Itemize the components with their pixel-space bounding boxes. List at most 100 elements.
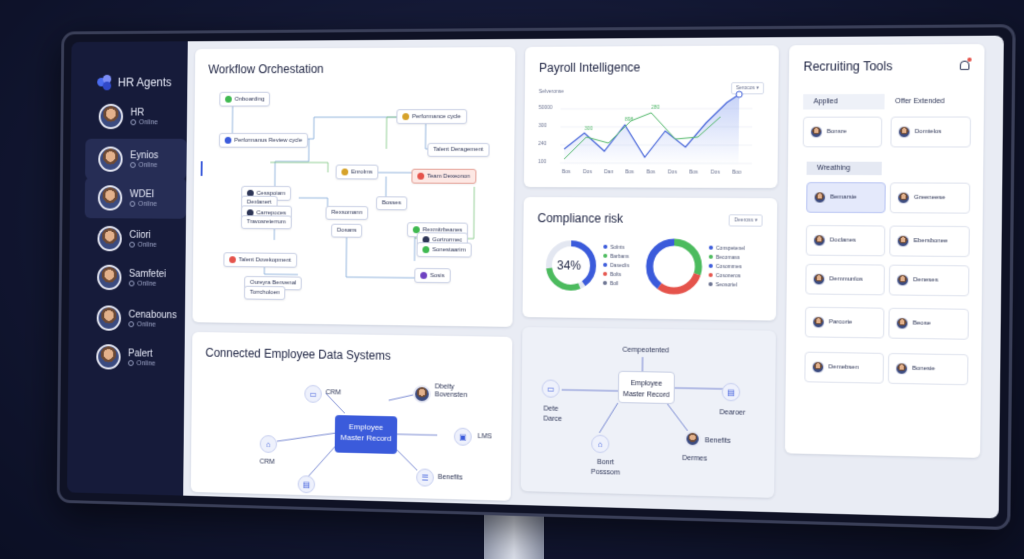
candidate-card[interactable]: Demebsen — [804, 351, 884, 384]
workflow-node[interactable]: Onboarding — [219, 91, 271, 107]
master-label-darce: Darce — [543, 415, 563, 423]
crm-top-icon[interactable]: ▭ — [304, 384, 322, 403]
brand-name: HR Agents — [117, 75, 172, 90]
candidate-name: Demebsen — [828, 364, 859, 371]
workflow-node[interactable]: Talent Dovekopment — [223, 252, 297, 268]
agent-avatar — [96, 264, 122, 291]
workflow-node[interactable]: Team Dexeonon — [411, 168, 477, 184]
candidate-name: Domtelos — [914, 128, 942, 136]
legend-swatch — [602, 280, 608, 286]
candidate-card[interactable]: Parcorie — [804, 306, 885, 339]
column-wreathing[interactable]: Wreathing — [806, 161, 882, 176]
document-icon[interactable]: ▤ — [297, 475, 316, 494]
workflow-node[interactable]: Performanus Review cycle — [218, 132, 309, 148]
status-icon — [130, 119, 137, 126]
master-benefits-avatar — [684, 430, 701, 448]
benefits-icon[interactable]: ☰ — [416, 468, 434, 487]
node-status-icon — [224, 136, 232, 144]
workflow-node[interactable]: Sonestaarirn — [416, 242, 472, 258]
crm-bottom-icon[interactable]: ⌂ — [259, 434, 278, 454]
agent-avatar — [98, 103, 124, 130]
master-left-icon[interactable]: ▭ — [541, 379, 560, 398]
candidate-name: Bonesie — [912, 365, 936, 373]
notification-icon[interactable] — [959, 60, 970, 71]
legend-item: Cosommes — [708, 263, 745, 273]
x-tick-label: Dos — [710, 169, 720, 176]
legend-item: Daseclis — [603, 262, 629, 271]
status-icon — [128, 321, 135, 328]
dbeity-avatar — [413, 384, 431, 404]
candidate-card[interactable]: Bonesie — [887, 352, 969, 386]
lms-icon[interactable]: ▣ — [453, 427, 472, 446]
column-applied[interactable]: Applied — [803, 93, 885, 110]
candidate-avatar — [896, 273, 910, 287]
legend-swatch — [708, 272, 713, 278]
agent-status: Online — [128, 360, 156, 367]
candidate-card[interactable]: Greeneese — [889, 182, 971, 214]
brand-logo-icon — [97, 74, 112, 91]
agent-status: Online — [129, 241, 157, 248]
node-status-icon — [417, 172, 425, 180]
master-bottom-icon[interactable]: ⌂ — [591, 434, 610, 454]
node-status-icon — [225, 95, 232, 103]
candidate-card[interactable]: Beose — [888, 307, 969, 340]
recruiting-card: Recruiting Tools Applied Offer Extended … — [784, 44, 985, 458]
legend-swatch — [603, 271, 608, 276]
legend-item: Barbans — [603, 253, 629, 262]
candidate-card[interactable]: Ebersbonee — [889, 225, 970, 258]
workflow-node[interactable]: Travosreterrum — [240, 215, 292, 230]
workflow-node[interactable]: Performance cycle — [396, 109, 467, 125]
candidate-card[interactable]: Bemarsie — [806, 182, 886, 214]
agent-name: Eynios — [130, 149, 159, 161]
workflow-node[interactable]: Torrcholoen — [244, 285, 286, 300]
x-tick-label: Dos — [667, 169, 677, 176]
candidate-avatar — [811, 360, 825, 374]
y-tick-label: 300 — [538, 122, 547, 129]
workflow-node[interactable]: Rexsomann — [325, 205, 369, 220]
compliance-gauge-value: 34% — [556, 258, 582, 273]
y-tick-label: 100 — [538, 159, 547, 166]
master-right-icon[interactable]: ▤ — [721, 382, 741, 402]
y-tick-label: 50000 — [538, 104, 553, 111]
candidate-name: Beose — [912, 320, 931, 327]
workflow-node[interactable]: Talent Deragement — [427, 142, 490, 157]
candidate-card[interactable]: Doclanes — [805, 224, 886, 257]
legend-swatch — [603, 262, 608, 267]
y-tick-label: 240 — [538, 141, 547, 148]
agent-avatar — [96, 305, 122, 331]
master-label-dermes: Dermes — [682, 454, 708, 463]
candidate-name: Doclanes — [829, 237, 856, 244]
candidate-card[interactable]: Deneses — [888, 264, 970, 297]
legend-swatch — [603, 253, 608, 258]
master-label-bonrt: Bonrt — [597, 458, 614, 467]
x-tick-label: Dos — [582, 169, 592, 176]
column-offer-extended[interactable]: Offer Extended — [895, 97, 945, 106]
agent-avatar — [96, 344, 121, 370]
candidate-card[interactable]: Domtelos — [890, 116, 972, 148]
master-label-posssom: Posssom — [590, 468, 620, 477]
workflow-node[interactable]: Enrolms — [335, 164, 379, 180]
candidate-avatar — [896, 234, 910, 248]
candidate-name: Bemarsie — [830, 194, 857, 201]
node-status-icon — [422, 246, 430, 254]
candidate-card[interactable]: Demmunlos — [805, 263, 885, 296]
candidate-avatar — [897, 125, 911, 139]
candidate-card[interactable]: Bonsre — [802, 116, 883, 148]
workflow-node[interactable]: Sosis — [414, 267, 451, 284]
workflow-node[interactable]: Bosses — [375, 196, 408, 211]
status-icon — [129, 241, 135, 248]
agent-status: Online — [128, 321, 176, 329]
workflow-node[interactable]: Dosans — [331, 223, 363, 238]
